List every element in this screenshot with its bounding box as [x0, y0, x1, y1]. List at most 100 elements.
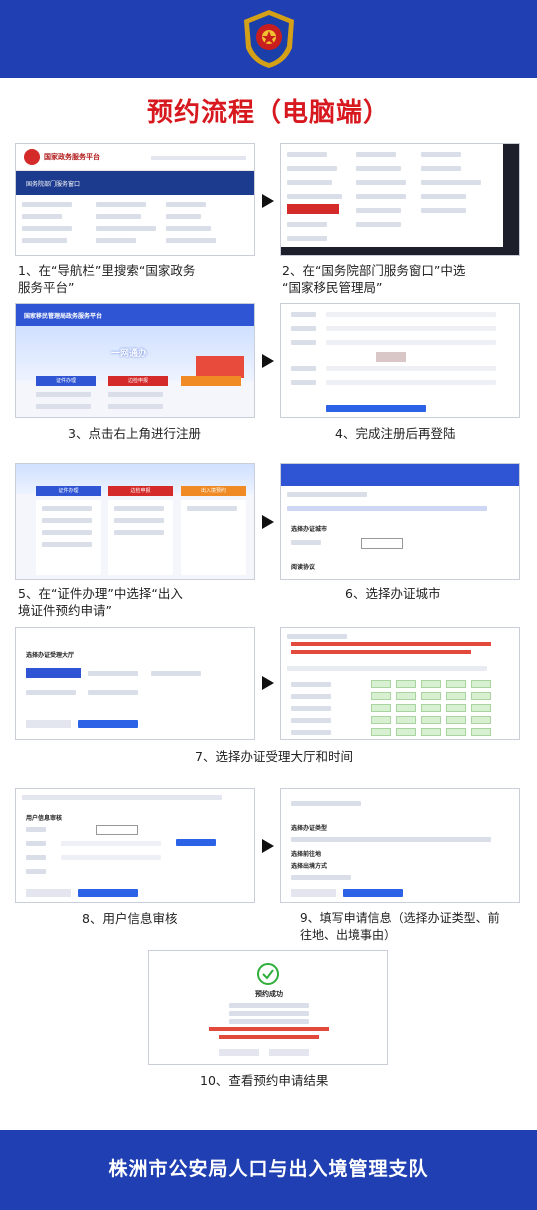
time-slot[interactable]: [421, 680, 441, 688]
verify-button[interactable]: [176, 839, 216, 846]
register-button[interactable]: [326, 405, 426, 412]
list-item[interactable]: [42, 542, 92, 547]
exit-options[interactable]: [291, 875, 351, 880]
list-item: [22, 238, 67, 243]
hall-option[interactable]: [88, 690, 138, 695]
time-slot[interactable]: [471, 716, 491, 724]
side-toolbar: [503, 144, 519, 255]
selected-hall[interactable]: [26, 668, 81, 678]
caption-step-5: 5、在“证件办理”中选择“出入境证件预约申请”: [18, 586, 183, 618]
form-input[interactable]: [61, 841, 161, 846]
time-slot[interactable]: [421, 716, 441, 724]
form-label: [291, 340, 316, 345]
prev-button[interactable]: [26, 720, 71, 728]
time-slot[interactable]: [471, 704, 491, 712]
hero-banner: 一网通办: [16, 326, 254, 381]
list-item[interactable]: [114, 530, 164, 535]
view-details-button[interactable]: [219, 1049, 259, 1056]
time-label: [291, 706, 331, 711]
caption-step-2: 2、在“国务院部门服务窗口”中选“国家移民管理局”: [282, 263, 466, 295]
notice-text: [291, 650, 471, 654]
time-slot[interactable]: [421, 704, 441, 712]
caption-step-7: 7、选择办证受理大厅和时间: [195, 749, 353, 764]
section-title-hall: 选择办证受理大厅: [26, 652, 75, 659]
list-item[interactable]: [187, 506, 237, 511]
time-slot[interactable]: [471, 692, 491, 700]
city-select[interactable]: [361, 538, 403, 549]
time-slot[interactable]: [471, 680, 491, 688]
time-slot[interactable]: [396, 704, 416, 712]
tab-appointment[interactable]: [181, 376, 241, 386]
result-line: [229, 1011, 309, 1016]
step-5-screenshot: 证件办理 边检申报 出入境预约: [15, 463, 255, 580]
next-button[interactable]: [78, 889, 138, 897]
form-label: [26, 827, 46, 832]
time-slot[interactable]: [471, 728, 491, 736]
hall-option[interactable]: [151, 671, 201, 676]
caption-step-8: 8、用户信息审核: [82, 911, 178, 926]
time-slot[interactable]: [421, 728, 441, 736]
type-options[interactable]: [291, 837, 491, 842]
tab-border-check[interactable]: 边检申报: [108, 376, 168, 386]
time-slot[interactable]: [371, 716, 391, 724]
form-label: [291, 326, 316, 331]
list-item[interactable]: [114, 518, 164, 523]
time-slot[interactable]: [371, 728, 391, 736]
border-panel: [108, 500, 173, 575]
next-button[interactable]: [78, 720, 138, 728]
list-item: [356, 166, 401, 171]
tab-border-check[interactable]: 边检申报: [108, 486, 173, 496]
list-item: [166, 202, 206, 207]
list-item: [108, 392, 163, 397]
arrow-right-icon: [262, 839, 274, 853]
list-item: [421, 180, 481, 185]
form-input[interactable]: [326, 380, 496, 385]
form-label: [26, 855, 46, 860]
hall-option[interactable]: [26, 690, 76, 695]
list-item[interactable]: [114, 506, 164, 511]
section-title-agreement: 阅读协议: [291, 564, 316, 571]
police-emblem-icon: [244, 10, 294, 68]
tab-documents[interactable]: 证件办理: [36, 486, 101, 496]
time-slot[interactable]: [396, 728, 416, 736]
tab-appointment[interactable]: 出入境预约: [181, 486, 246, 496]
list-item: [356, 194, 406, 199]
form-input[interactable]: [96, 825, 138, 835]
form-input[interactable]: [326, 340, 496, 345]
time-slot[interactable]: [446, 704, 466, 712]
tab-documents[interactable]: 证件办理: [36, 376, 96, 386]
time-slot[interactable]: [446, 716, 466, 724]
list-item: [96, 202, 146, 207]
form-input[interactable]: [61, 855, 161, 860]
list-item[interactable]: [42, 506, 92, 511]
time-slot[interactable]: [446, 728, 466, 736]
result-line: [229, 1019, 309, 1024]
highlighted-item-immigration[interactable]: [287, 204, 339, 214]
list-item[interactable]: [42, 518, 92, 523]
time-slot[interactable]: [421, 692, 441, 700]
prev-button[interactable]: [291, 889, 336, 897]
step-8-screenshot: 用户信息审核: [15, 788, 255, 903]
page-title: 预约流程（电脑端）: [146, 98, 390, 128]
form-input[interactable]: [326, 312, 496, 317]
form-input[interactable]: [326, 326, 496, 331]
submit-button[interactable]: [343, 889, 403, 897]
back-home-button[interactable]: [269, 1049, 309, 1056]
time-slot[interactable]: [446, 692, 466, 700]
step-6-screenshot: 选择办证城市 阅读协议: [280, 463, 520, 580]
list-item[interactable]: [42, 530, 92, 535]
time-slot[interactable]: [371, 692, 391, 700]
form-input[interactable]: [326, 366, 496, 371]
form-label: [291, 366, 316, 371]
time-slot[interactable]: [446, 680, 466, 688]
time-slot[interactable]: [396, 716, 416, 724]
time-slot[interactable]: [371, 704, 391, 712]
prev-button[interactable]: [26, 889, 71, 897]
time-slot[interactable]: [371, 680, 391, 688]
list-item: [96, 238, 136, 243]
caption-step-3: 3、点击右上角进行注册: [68, 426, 201, 441]
hall-option[interactable]: [88, 671, 138, 676]
time-slot[interactable]: [396, 692, 416, 700]
result-notice: [209, 1027, 329, 1031]
time-slot[interactable]: [396, 680, 416, 688]
